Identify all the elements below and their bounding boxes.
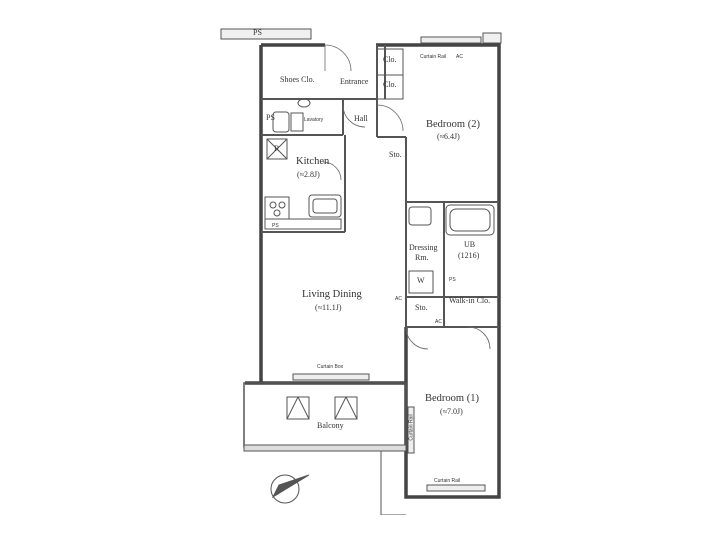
bedroom1-size: (≈7.0J)	[440, 407, 463, 416]
balcony-label: Balcony	[317, 421, 344, 430]
bedroom2-size: (≈6.4J)	[437, 132, 460, 141]
curtain-box-living-label: Curtain Box	[317, 364, 344, 370]
door-swing-icon	[322, 44, 491, 350]
unit-bath-name: UB	[464, 240, 476, 249]
bedroom2-name: Bedroom (2)	[426, 119, 480, 130]
sink-icon	[308, 194, 432, 226]
curtain-box-living	[292, 373, 370, 381]
ps-kitchen-label: PS	[272, 223, 279, 229]
shoes-closet-label: Shoes Clo.	[280, 75, 315, 84]
entrance-label: Entrance	[340, 77, 369, 86]
skylight-icon	[286, 396, 358, 420]
dressing-name2: Rm.	[415, 253, 429, 262]
ps-lavatory-label: PS	[266, 113, 275, 122]
closet-2-label: Clo.	[383, 80, 397, 89]
kitchen-name: Kitchen	[296, 156, 330, 167]
outer-walls	[245, 43, 501, 499]
storage-2-label: Sto.	[415, 303, 428, 312]
kitchen-fridge-label: R	[274, 144, 280, 153]
bedroom1-name: Bedroom (1)	[425, 393, 479, 404]
toilet-icon	[272, 98, 311, 133]
walk-in-closet-label: Walk-in Clo.	[449, 296, 491, 305]
stove-icon	[264, 196, 290, 220]
unit-bath-size: (1216)	[458, 251, 480, 260]
curtain-rail-bedroom2-label: Curtain Rail	[420, 54, 447, 60]
storage-hall-label: Sto.	[389, 150, 402, 159]
hall-label: Hall	[354, 114, 368, 123]
lavatory-label: Lavatory	[304, 117, 324, 123]
ps-bath-label: PS	[449, 277, 456, 283]
interior-walls	[261, 45, 499, 328]
top-strip	[220, 28, 312, 40]
living-dining-name: Living Dining	[302, 289, 362, 300]
floor-plan-drawing	[220, 28, 502, 515]
dressing-name: Dressing	[409, 243, 438, 252]
washer-label: W	[417, 276, 425, 285]
curtain-rail-bedroom1-label: Curtain Rail	[434, 478, 461, 484]
ps-top-label: PS	[253, 28, 262, 37]
floor-plan-sheet: PS Entrance Shoes Clo. Clo. Clo. PS Lava…	[213, 27, 506, 515]
ac-living-label: AC	[395, 296, 402, 302]
curtain-rail-bedroom1-box	[426, 484, 486, 492]
curtain-rail-bedroom2-box	[420, 36, 482, 44]
kitchen-size: (≈2.8J)	[297, 170, 320, 179]
closet-1-label: Clo.	[383, 55, 397, 64]
living-dining-size: (≈11.1J)	[315, 303, 342, 312]
curtain-rail-side-label: Curtain Rail	[408, 414, 415, 441]
ac-bedroom2-label: AC	[456, 54, 463, 60]
balcony-outline	[243, 382, 407, 515]
compass-icon	[270, 474, 310, 504]
bathtub-icon	[445, 204, 495, 236]
ac-bedroom1-label: AC	[435, 319, 442, 325]
